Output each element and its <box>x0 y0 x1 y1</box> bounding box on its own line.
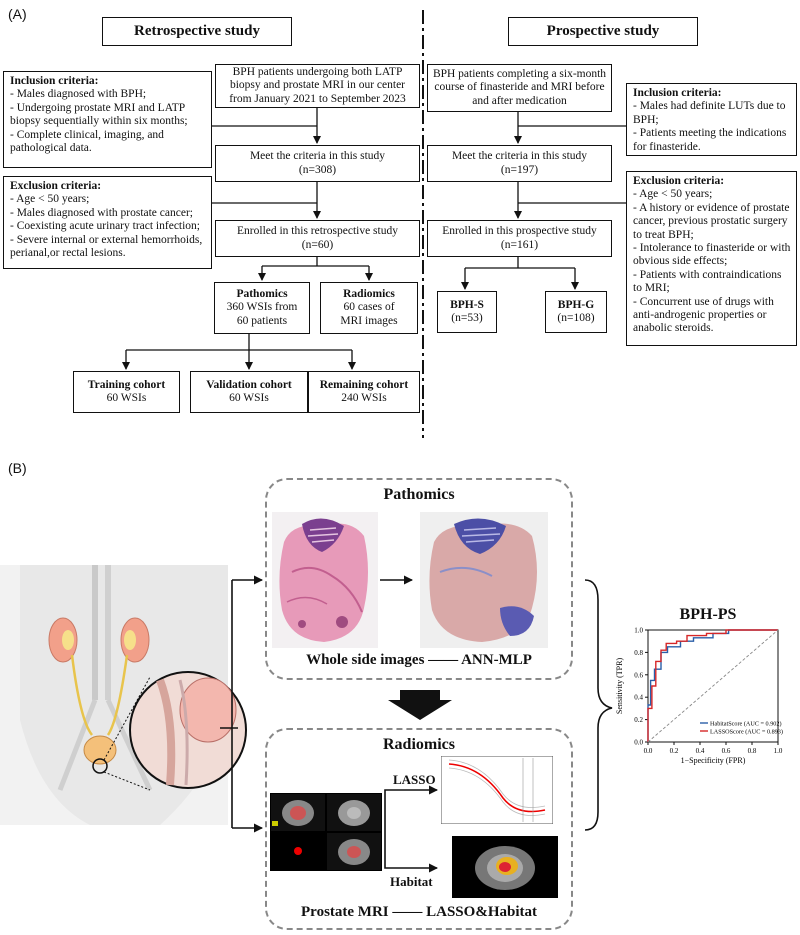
bph-s-count: (n=53) <box>451 312 483 324</box>
retro-source-box: BPH patients undergoing both LATP biopsy… <box>215 64 420 108</box>
radiomics-panel-caption: Prostate MRI —— LASSO&Habitat <box>301 904 537 920</box>
roc-y-tick-label: 0.8 <box>634 649 643 657</box>
prospective-header: Prospective study <box>508 17 698 46</box>
radiomics-line: MRI images <box>340 314 398 327</box>
roc-chart: 0.00.00.20.20.40.40.60.60.80.81.01.0Habi… <box>615 627 783 766</box>
radiomics-panel-title: Radiomics <box>383 736 455 753</box>
roc-legend-label: LASSOScore (AUC = 0.893) <box>710 729 783 736</box>
pathomics-panel-caption: Whole side images —— ANN-MLP <box>306 652 532 668</box>
roc-x-tick-label: 0.2 <box>670 747 679 755</box>
pathomics-box: Pathomics 360 WSIs from 60 patients <box>214 282 310 334</box>
pathomics-line: 60 patients <box>236 314 288 327</box>
roc-y-axis-label: Sensitivity (TPR) <box>615 658 624 715</box>
training-cohort-title: Training cohort <box>87 378 166 391</box>
training-cohort-value: 60 WSIs <box>106 392 147 404</box>
bph-s-box: BPH-S (n=53) <box>437 291 497 333</box>
roc-y-tick-label: 0.6 <box>634 671 643 679</box>
roc-legend-label: HabitatScore (AUC = 0.902) <box>710 721 782 728</box>
roc-x-tick-label: 0.0 <box>644 747 653 755</box>
retro-inclusion-item: - Complete clinical, imaging, and pathol… <box>10 128 164 155</box>
prosp-meet-text: Meet the criteria in this study <box>451 150 588 163</box>
retro-exclusion-item: - Age < 50 years; <box>10 193 90 206</box>
annotated-slide-image <box>420 512 548 648</box>
retro-meet-box: Meet the criteria in this study (n=308) <box>215 145 420 182</box>
he-slide-image <box>272 512 378 648</box>
habitat-label: Habitat <box>390 874 433 889</box>
habitat-map-image <box>452 836 558 898</box>
pathomics-panel-title: Pathomics <box>383 486 455 503</box>
prosp-exclusion-item: - Concurrent use of drugs with anti-andr… <box>633 295 774 335</box>
roc-series-line <box>647 629 778 742</box>
prosp-inclusion-box: Inclusion criteria: - Males had definite… <box>626 83 797 156</box>
retro-exclusion-item: - Severe internal or external hemorrhoid… <box>10 233 203 260</box>
retro-inclusion-box: Inclusion criteria: - Males diagnosed wi… <box>3 71 212 168</box>
prosp-inclusion-item: - Males had definite LUTs due to BPH; <box>633 100 786 126</box>
training-cohort-box: Training cohort 60 WSIs <box>73 371 180 413</box>
retrospective-header: Retrospective study <box>102 17 292 46</box>
roc-y-tick-label: 0.0 <box>634 739 643 747</box>
retro-exclusion-box: Exclusion criteria: - Age < 50 years; - … <box>3 176 212 269</box>
retro-inclusion-title: Inclusion criteria: <box>10 75 99 87</box>
roc-y-tick-label: 0.4 <box>634 694 643 702</box>
roc-x-axis-label: 1−Specificity (FPR) <box>681 756 746 765</box>
panel-a-label: (A) <box>8 6 27 22</box>
retro-exclusion-item: - Males diagnosed with prostate cancer; <box>10 206 193 219</box>
bph-g-count: (n=108) <box>557 312 595 324</box>
radiomics-title: Radiomics <box>343 287 395 300</box>
retro-enrolled-count: (n=60) <box>301 238 334 251</box>
roc-title: BPH-PS <box>679 606 737 623</box>
prosp-enrolled-box: Enrolled in this prospective study (n=16… <box>427 220 612 257</box>
retro-enrolled-text: Enrolled in this retrospective study <box>237 225 398 238</box>
retro-exclusion-title: Exclusion criteria: <box>10 180 102 192</box>
pathomics-line: 360 WSIs from <box>226 301 298 314</box>
bph-s-title: BPH-S <box>450 298 484 311</box>
retro-meet-count: (n=308) <box>298 163 337 176</box>
prosp-exclusion-item: - A history or evidence of prostate canc… <box>633 201 790 241</box>
bph-g-box: BPH-G (n=108) <box>545 291 607 333</box>
pathomics-panel <box>265 478 573 680</box>
prosp-source-box: BPH patients completing a six-month cour… <box>427 64 612 112</box>
roc-x-tick-label: 0.4 <box>696 747 705 755</box>
mri-image-grid <box>270 793 382 871</box>
prosp-exclusion-item: - Intolerance to finasteride or with obv… <box>633 242 791 268</box>
remaining-cohort-value: 240 WSIs <box>341 392 387 404</box>
prosp-exclusion-item: - Age < 50 years; <box>633 188 713 201</box>
prosp-exclusion-item: - Patients with contraindications to MRI… <box>633 268 782 295</box>
retro-enrolled-box: Enrolled in this retrospective study (n=… <box>215 220 420 257</box>
validation-cohort-box: Validation cohort 60 WSIs <box>190 371 308 413</box>
prosp-enrolled-count: (n=161) <box>500 238 539 251</box>
retro-meet-text: Meet the criteria in this study <box>249 150 386 163</box>
bph-g-title: BPH-G <box>557 298 595 311</box>
prosp-meet-box: Meet the criteria in this study (n=197) <box>427 145 612 182</box>
prosp-inclusion-title: Inclusion criteria: <box>633 87 722 99</box>
retro-inclusion-item: - Males diagnosed with BPH; <box>10 88 147 101</box>
prosp-enrolled-text: Enrolled in this prospective study <box>442 225 597 238</box>
radiomics-panel <box>265 728 573 930</box>
prosp-exclusion-title: Exclusion criteria: <box>633 175 725 187</box>
lasso-label: LASSO <box>393 772 436 787</box>
roc-x-tick-label: 0.6 <box>722 747 731 755</box>
remaining-cohort-box: Remaining cohort 240 WSIs <box>308 371 420 413</box>
panel-b-label: (B) <box>8 460 27 476</box>
prosp-inclusion-item: - Patients meeting the indications for f… <box>633 127 787 153</box>
retro-exclusion-item: - Coexisting acute urinary tract infecti… <box>10 220 201 233</box>
roc-y-tick-label: 0.2 <box>634 716 643 724</box>
prosp-meet-count: (n=197) <box>500 163 539 176</box>
retro-inclusion-item: - Undergoing prostate MRI and LATP biops… <box>10 101 188 128</box>
roc-x-tick-label: 1.0 <box>774 747 783 755</box>
prosp-exclusion-box: Exclusion criteria: - Age < 50 years; - … <box>626 171 797 346</box>
validation-cohort-title: Validation cohort <box>206 378 292 391</box>
roc-x-tick-label: 0.8 <box>748 747 757 755</box>
roc-y-tick-label: 1.0 <box>634 627 643 635</box>
roc-diagonal-line <box>647 629 779 743</box>
radiomics-line: 60 cases of <box>343 301 395 314</box>
validation-cohort-value: 60 WSIs <box>229 392 269 404</box>
radiomics-box: Radiomics 60 cases of MRI images <box>320 282 418 334</box>
pathomics-title: Pathomics <box>236 287 288 300</box>
lasso-plot-image <box>441 756 553 824</box>
remaining-cohort-title: Remaining cohort <box>319 378 409 391</box>
